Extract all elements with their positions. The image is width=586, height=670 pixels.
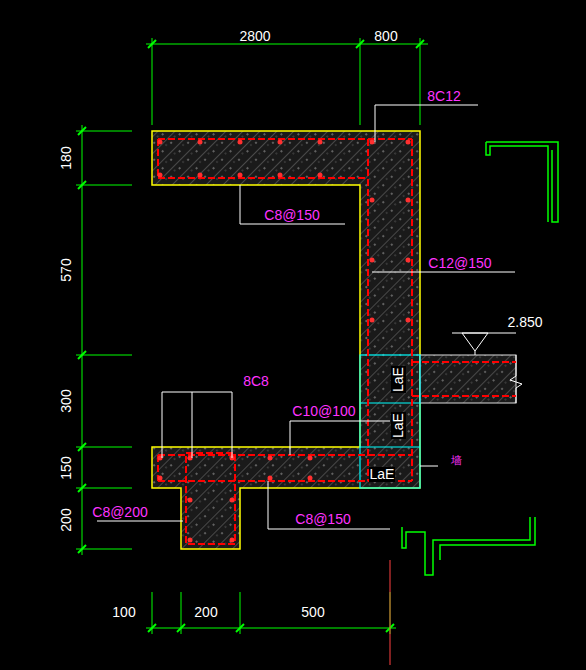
dimension-text: 150	[59, 456, 74, 479]
dimension-text: 200	[59, 508, 74, 531]
dimension-text: 300	[59, 389, 74, 412]
dimension-text: 500	[301, 605, 324, 620]
dimension-text: 2.850	[507, 315, 542, 330]
rebar-callout: C10@100	[292, 404, 355, 419]
anchorage-zone: LaE	[369, 467, 396, 482]
anchorage-label: LaE	[369, 467, 396, 482]
dimension-text: 2800	[239, 29, 270, 44]
anchorage-zone: LaE	[390, 366, 405, 393]
rebar-callout: C12@150	[428, 256, 491, 271]
anchorage-label: LaE	[390, 412, 405, 439]
dimension-text: 100	[112, 605, 135, 620]
rebar-callout: 8C12	[427, 89, 460, 104]
anchorage-zone: LaE	[390, 412, 405, 439]
rebar-callout: C8@150	[264, 208, 319, 223]
dimension-text: 800	[374, 29, 397, 44]
rebar-callout: C8@200	[92, 505, 147, 520]
rebar-callout: 墙	[451, 453, 462, 468]
dimension-text: 200	[194, 605, 217, 620]
rebar-callout: 8C8	[243, 374, 269, 389]
anchorage-label: LaE	[390, 366, 405, 393]
rebar-callout: C8@150	[295, 512, 350, 527]
dimension-text: 570	[59, 258, 74, 281]
dimension-text: 180	[59, 146, 74, 169]
